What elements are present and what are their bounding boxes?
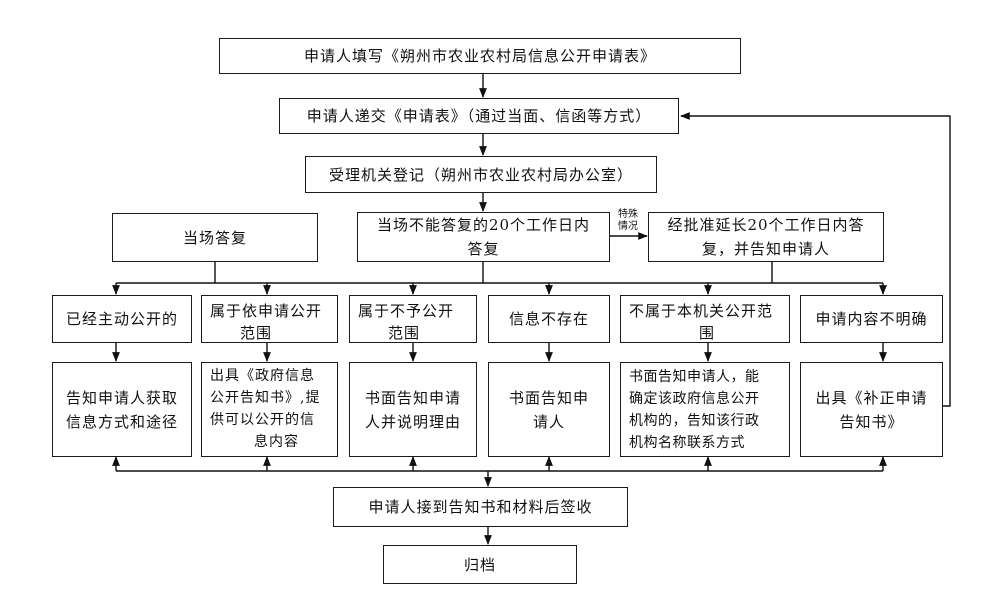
step-reply-20days-line-2: 答复 (467, 240, 500, 258)
response-5-line-1: 书面告知申请人，能 (629, 369, 760, 385)
response-2-line-2: 公开告知书》,提 (210, 390, 321, 406)
step-extend-20days: 经批准延长20个工作日内答 复，并告知申请人 (648, 212, 884, 262)
response-5: 书面告知申请人，能 确定该政府信息公开 机构的，告知该行政 机构名称联系方式 (620, 362, 790, 457)
response-3-line-1: 书面告知申请 (364, 388, 461, 407)
response-3-line-2: 人并说明理由 (364, 412, 461, 431)
condition-2-line-2: 范围 (240, 324, 273, 342)
condition-3-line-1: 属于不予公开 (358, 302, 455, 320)
condition-6: 申请内容不明确 (800, 295, 943, 343)
condition-1-line-1: 已经主动公开的 (65, 310, 178, 328)
condition-3: 属于不予公开 范围 (349, 295, 477, 343)
special-case-note-line-2: 情况 (618, 221, 638, 232)
step-submit-form-label: 申请人递交《申请表》（通过当面、信函等方式） (306, 107, 652, 125)
step-signing: 申请人接到告知书和材料后签收 (333, 487, 628, 527)
step-reply-20days-line-1: 当场不能答复的20个工作日内 (376, 216, 591, 234)
response-1: 告知申请人获取 信息方式和途径 (52, 362, 192, 457)
response-2-line-4: 息内容 (254, 434, 299, 450)
step-extend-20days-line-2: 复，并告知申请人 (701, 240, 830, 258)
step-extend-20days-line-1: 经批准延长20个工作日内答 (667, 216, 865, 234)
condition-3-line-2: 范围 (388, 324, 421, 342)
condition-2: 属于依申请公开 范围 (201, 295, 338, 343)
response-3: 书面告知申请 人并说明理由 (349, 362, 477, 457)
step-signing-label: 申请人接到告知书和材料后签收 (368, 498, 593, 516)
step-reply-onsite: 当场答复 (112, 213, 318, 262)
response-6-line-2: 告知书》 (839, 412, 904, 431)
condition-2-line-1: 属于依申请公开 (210, 302, 323, 320)
condition-6-line-1: 申请内容不明确 (815, 310, 928, 328)
condition-5: 不属于本机关公开范 围 (620, 295, 790, 343)
feedback-loop (680, 112, 951, 407)
response-1-line-1: 告知申请人获取 (65, 388, 178, 407)
condition-5-line-1: 不属于本机关公开范 (629, 302, 774, 320)
response-2-line-3: 供可以公开的信 (210, 412, 315, 428)
response-5-line-3: 机构的，告知该行政 (629, 413, 760, 429)
step-register: 受理机关登记（朔州市农业农村局办公室） (305, 156, 657, 193)
special-case-note-line-1: 特殊 (618, 209, 638, 220)
response-4-line-1: 书面告知申 (508, 388, 589, 407)
condition-1: 已经主动公开的 (52, 295, 192, 343)
step-reply-20days: 当场不能答复的20个工作日内 答复 (357, 212, 610, 262)
step-archive-label: 归档 (463, 555, 496, 574)
condition-5-line-2: 围 (699, 324, 716, 342)
step-fill-form: 申请人填写《朔州市农业农村局信息公开申请表》 (219, 38, 741, 74)
response-1-line-2: 信息方式和途径 (65, 412, 178, 431)
condition-4: 信息不存在 (488, 295, 610, 343)
step-fill-form-label: 申请人填写《朔州市农业农村局信息公开申请表》 (303, 47, 656, 65)
condition-4-line-1: 信息不存在 (508, 310, 589, 328)
response-2-line-1: 出具《政府信息 (210, 368, 315, 384)
response-6-line-1: 出具《补正申请 (815, 388, 928, 407)
step-submit-form: 申请人递交《申请表》（通过当面、信函等方式） (279, 98, 679, 134)
response-5-line-2: 确定该政府信息公开 (629, 391, 760, 407)
response-2: 出具《政府信息 公开告知书》,提 供可以公开的信 息内容 (201, 362, 338, 457)
step-register-label: 受理机关登记（朔州市农业农村局办公室） (328, 165, 633, 184)
step-archive: 归档 (383, 545, 577, 584)
step-reply-onsite-label: 当场答复 (182, 228, 247, 247)
response-5-line-4: 机构名称联系方式 (629, 435, 745, 451)
response-6: 出具《补正申请 告知书》 (800, 362, 943, 457)
response-4: 书面告知申 请人 (488, 362, 610, 457)
response-4-line-2: 请人 (532, 412, 565, 431)
special-case-note: 特殊 情况 (612, 209, 644, 233)
